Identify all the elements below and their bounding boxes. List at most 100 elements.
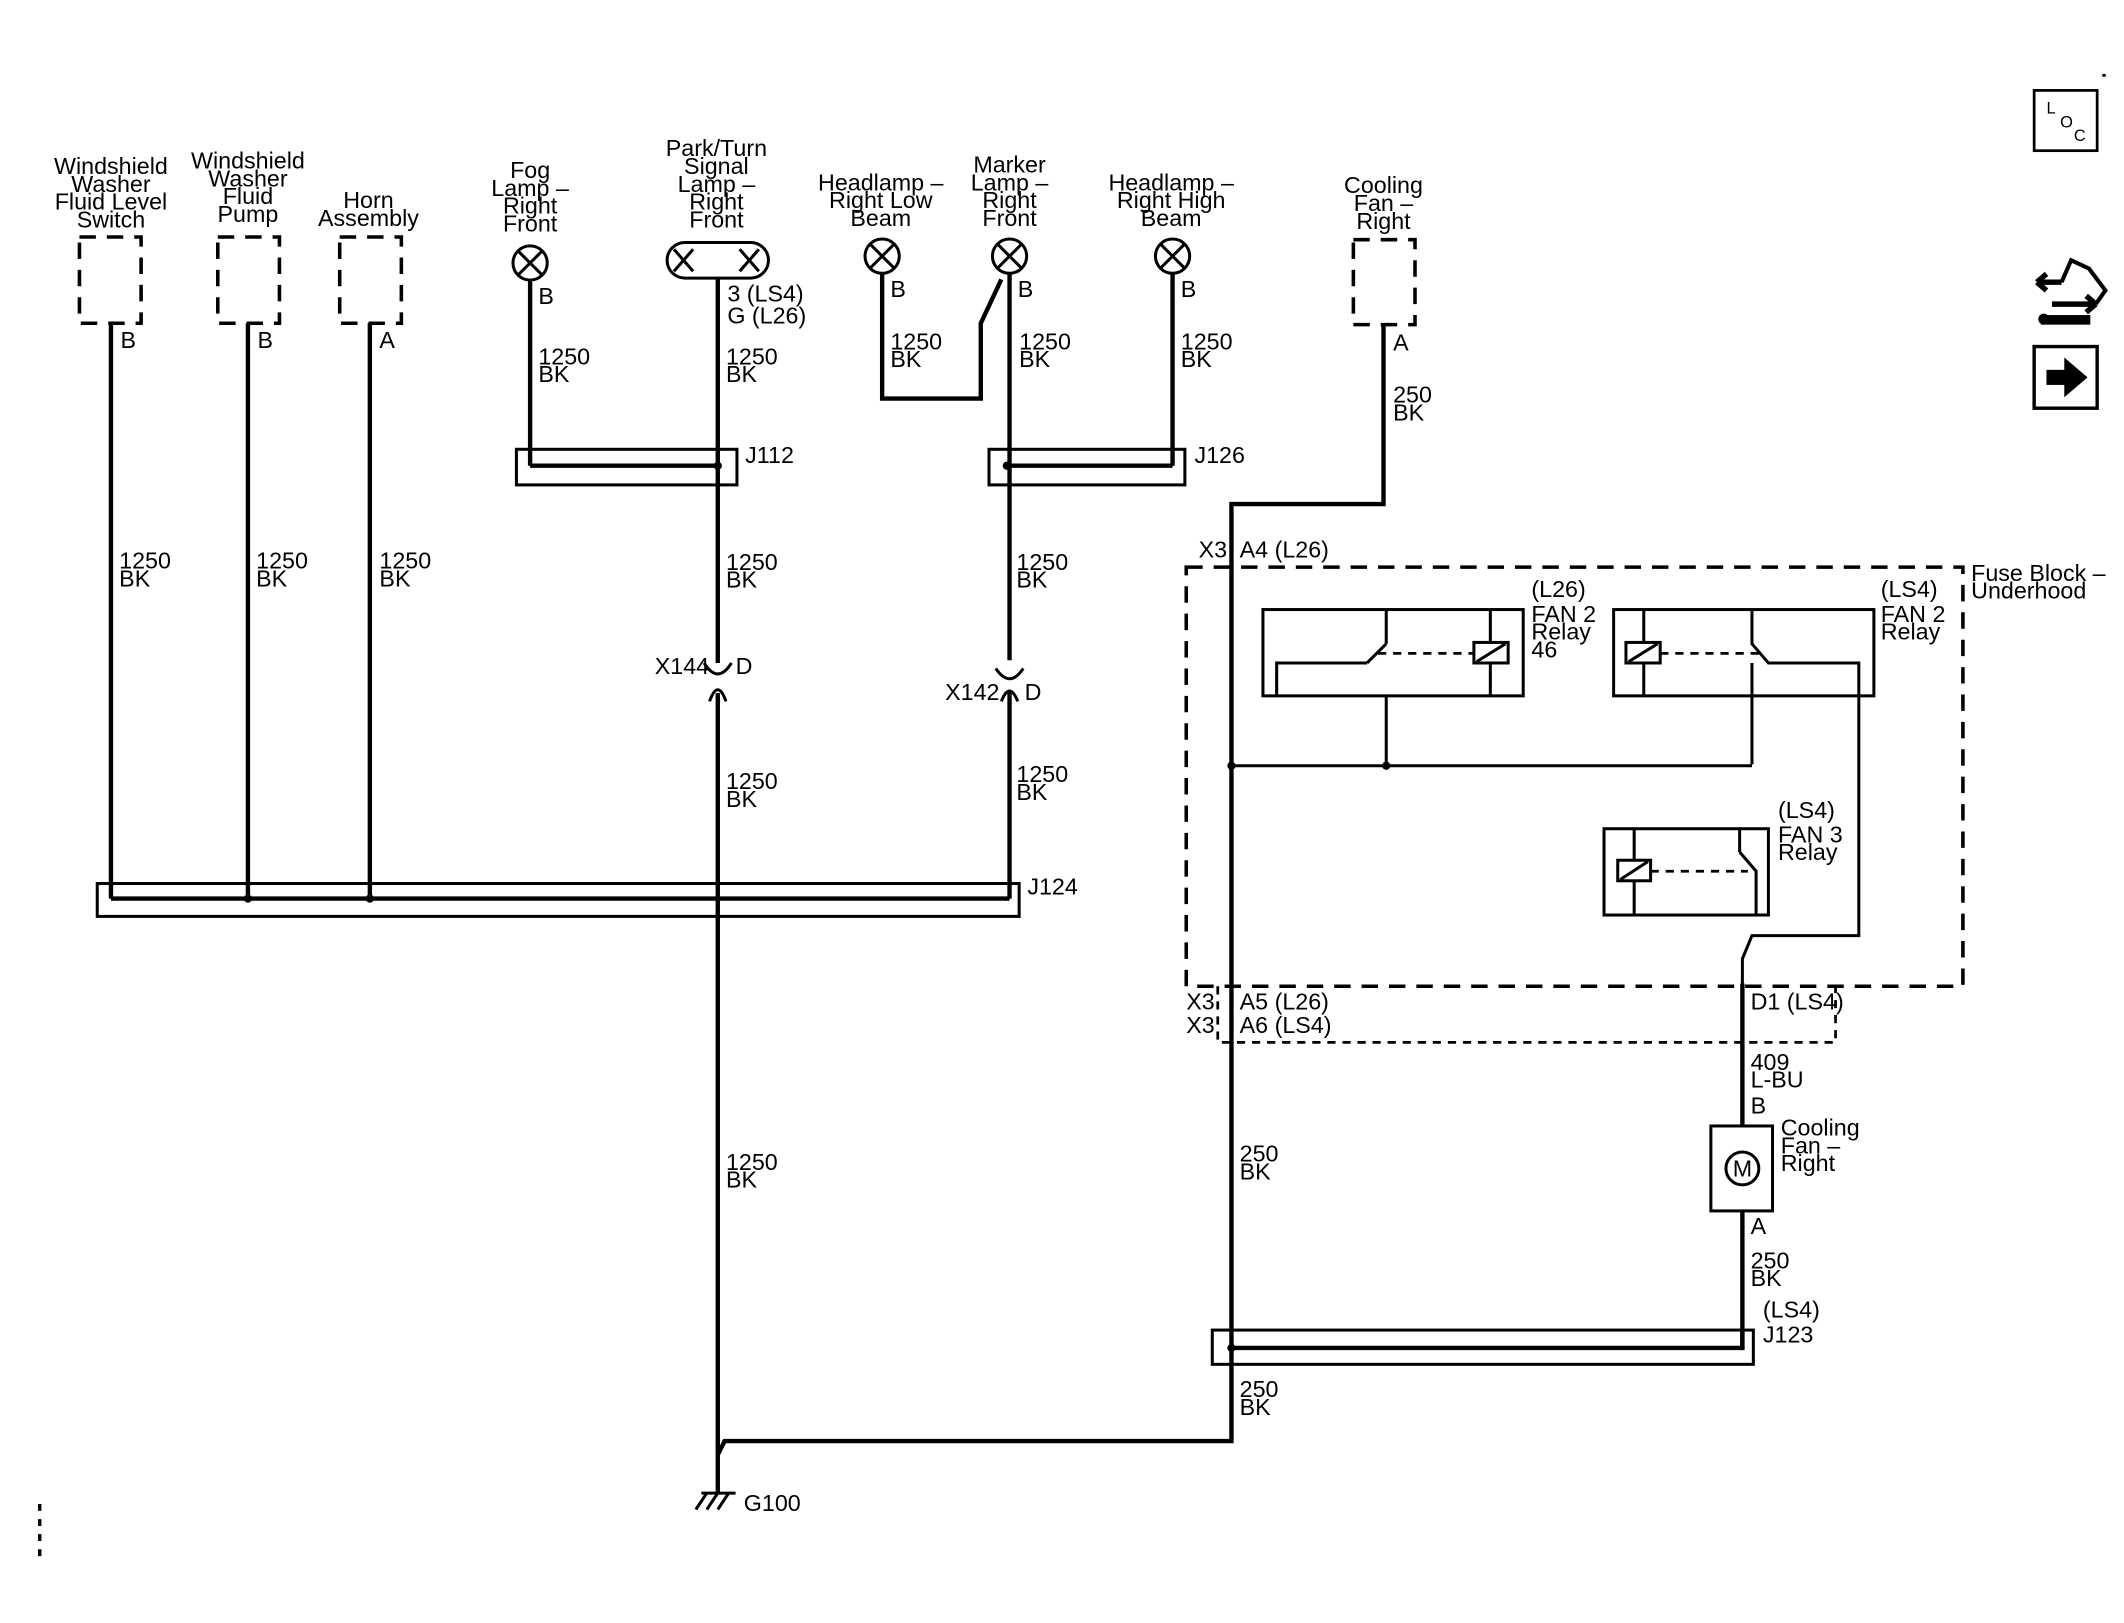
svg-text:Beam: Beam — [850, 205, 911, 231]
svg-text:Fluid Level: Fluid Level — [55, 189, 168, 215]
label-headlamp-high: Headlamp – Right High Beam — [1108, 169, 1234, 231]
svg-text:BK: BK — [256, 565, 288, 591]
svg-text:Right: Right — [1781, 1150, 1836, 1176]
svg-text:BK: BK — [1016, 779, 1048, 805]
svg-text:FAN 3: FAN 3 — [1778, 821, 1843, 847]
motor-icon: M — [1733, 1156, 1752, 1182]
ws-level-switch-box — [77, 235, 143, 326]
svg-text:Right High: Right High — [1117, 187, 1226, 213]
svg-text:250: 250 — [1393, 382, 1432, 408]
wires — [108, 273, 1745, 1491]
svg-text:Front: Front — [503, 210, 558, 236]
pin-marker: B — [1018, 276, 1034, 302]
label-ws-level-switch: Windshield Washer Fluid Level Switch — [54, 153, 168, 232]
svg-text:BK: BK — [726, 786, 758, 812]
svg-text:1250: 1250 — [1181, 328, 1233, 354]
svg-text:B: B — [1751, 1093, 1767, 1119]
svg-text:(LS4): (LS4) — [1881, 576, 1938, 602]
svg-text:BK: BK — [726, 1167, 758, 1193]
svg-text:Park/Turn: Park/Turn — [666, 135, 767, 161]
svg-text:X3: X3 — [1199, 537, 1227, 563]
fan2-relay-l26: (L26) FAN 2 Relay 46 — [1261, 576, 1596, 765]
svg-text:J112: J112 — [745, 442, 794, 468]
svg-text:Front: Front — [982, 205, 1037, 231]
svg-text:G100: G100 — [744, 1490, 801, 1516]
splice-j126: J126 — [987, 442, 1245, 487]
ground-g100: G100 — [694, 1490, 801, 1516]
svg-text:1250: 1250 — [726, 768, 778, 794]
svg-text:1250: 1250 — [726, 1149, 778, 1175]
svg-text:Pump: Pump — [218, 201, 279, 227]
svg-text:D1 (LS4): D1 (LS4) — [1751, 989, 1844, 1015]
splice-j124: J124 — [95, 873, 1078, 918]
label-fog-lamp: Fog Lamp – Right Front — [491, 157, 569, 236]
fuse-block-underhood: Fuse Block – Underhood X3 A4 (L26) X3 A5… — [1184, 537, 2106, 1044]
marker-lamp-bulb-icon — [990, 237, 1029, 275]
svg-text:Right: Right — [689, 189, 744, 215]
svg-text:1250: 1250 — [1019, 328, 1071, 354]
svg-text:FAN 2: FAN 2 — [1881, 601, 1946, 627]
connector-x142: X142 D — [945, 667, 1041, 705]
svg-text:D: D — [736, 653, 753, 679]
pin-ws-pump: B — [258, 327, 274, 353]
svg-text:Washer: Washer — [208, 165, 288, 191]
svg-text:1250: 1250 — [538, 343, 590, 369]
svg-text:250: 250 — [1240, 1141, 1279, 1167]
svg-text:Fluid: Fluid — [223, 183, 273, 209]
svg-text:46: 46 — [1531, 637, 1557, 663]
svg-text:Headlamp –: Headlamp – — [818, 169, 944, 195]
svg-text:Relay: Relay — [1881, 619, 1941, 645]
svg-text:BK: BK — [1019, 346, 1051, 372]
svg-text:Lamp –: Lamp – — [491, 175, 569, 201]
loc-l: L — [2046, 100, 2055, 118]
svg-text:Windshield: Windshield — [54, 153, 168, 179]
svg-text:Fan –: Fan – — [1781, 1132, 1841, 1158]
svg-text:X144: X144 — [655, 653, 709, 679]
pin-park-turn-1: 3 (LS4) — [727, 280, 803, 306]
svg-text:Switch: Switch — [77, 206, 146, 232]
svg-text:Beam: Beam — [1141, 205, 1202, 231]
svg-text:1250: 1250 — [1016, 549, 1068, 575]
svg-text:Cooling: Cooling — [1344, 172, 1423, 198]
svg-text:FAN 2: FAN 2 — [1531, 601, 1596, 627]
label-horn: Horn Assembly — [318, 187, 419, 231]
svg-text:Assembly: Assembly — [318, 205, 419, 231]
svg-text:(LS4): (LS4) — [1763, 1297, 1820, 1323]
arrow-right-icon — [2046, 357, 2088, 398]
label-headlamp-low: Headlamp – Right Low Beam — [818, 169, 944, 231]
svg-text:A5 (L26): A5 (L26) — [1240, 989, 1329, 1015]
svg-text:1250: 1250 — [890, 328, 942, 354]
tools-icon[interactable] — [2035, 257, 2108, 325]
svg-text:BK: BK — [726, 361, 758, 387]
svg-text:BK: BK — [1240, 1158, 1272, 1184]
splice-j123: (LS4) J123 — [1210, 1297, 1820, 1366]
connector-x144: X144 D — [655, 653, 753, 702]
svg-text:Right: Right — [503, 193, 558, 219]
svg-text:BK: BK — [119, 565, 151, 591]
headlamp-low-bulb-icon — [863, 237, 901, 275]
svg-text:X3: X3 — [1186, 1012, 1214, 1038]
svg-text:Front: Front — [689, 206, 744, 232]
svg-text:Fog: Fog — [510, 157, 550, 183]
svg-text:Signal: Signal — [684, 153, 749, 179]
svg-text:Washer: Washer — [71, 171, 151, 197]
cooling-fan-motor: B M Cooling Fan – Right A — [1709, 1093, 1860, 1239]
next-page-button[interactable] — [2032, 344, 2099, 410]
svg-text:Right: Right — [1356, 208, 1411, 234]
label-ws-pump: Windshield Washer Fluid Pump — [191, 147, 305, 226]
pin-park-turn-2: G (L26) — [727, 302, 806, 328]
fan3-relay: (LS4) FAN 3 Relay — [1602, 797, 1843, 917]
loc-button[interactable]: L O C — [2032, 89, 2099, 153]
svg-text:Relay: Relay — [1778, 839, 1838, 865]
svg-text:Relay: Relay — [1531, 619, 1591, 645]
fog-lamp-bulb-icon — [511, 244, 549, 282]
svg-text:BK: BK — [726, 567, 758, 593]
pin-horn: A — [379, 327, 395, 353]
svg-text:J124: J124 — [1027, 873, 1078, 899]
svg-text:1250: 1250 — [119, 547, 171, 573]
svg-text:(L26): (L26) — [1531, 576, 1585, 602]
svg-text:BK: BK — [1016, 567, 1048, 593]
svg-text:Fan –: Fan – — [1354, 190, 1414, 216]
pin-fan-conn: A — [1393, 330, 1409, 356]
